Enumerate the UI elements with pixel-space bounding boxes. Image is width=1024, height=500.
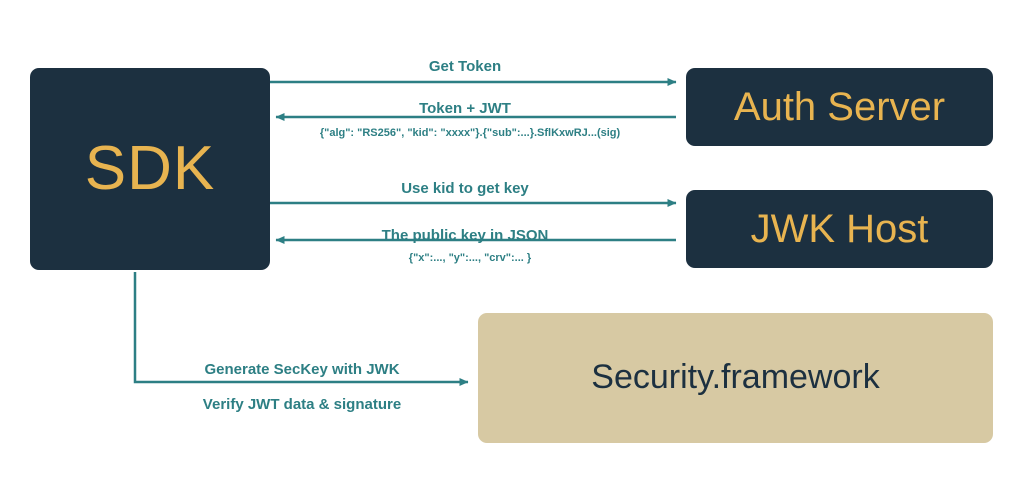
edge-seckey (133, 272, 469, 386)
edge-label-get-token: Get Token (428, 58, 502, 75)
node-security-framework[interactable]: Security.framework (478, 313, 993, 443)
node-auth-server[interactable]: Auth Server (686, 68, 993, 146)
edge-label-generate-seckey: Generate SecKey with JWK (204, 361, 400, 378)
edge-label-verify-jwt: Verify JWT data & signature (202, 396, 402, 413)
edge-label-use-kid: Use kid to get key (401, 180, 529, 197)
node-sdk[interactable]: SDK (30, 68, 270, 270)
edge-label-token-jwt-detail: {"alg": "RS256", "kid": "xxxx"}.{"sub":.… (319, 127, 621, 139)
edge-label-public-key: The public key in JSON (381, 227, 549, 244)
edge-label-token-jwt: Token + JWT (419, 100, 511, 117)
node-jwk-host[interactable]: JWK Host (686, 190, 993, 268)
edge-label-public-key-detail: {"x":..., "y":..., "crv":... } (408, 252, 532, 264)
